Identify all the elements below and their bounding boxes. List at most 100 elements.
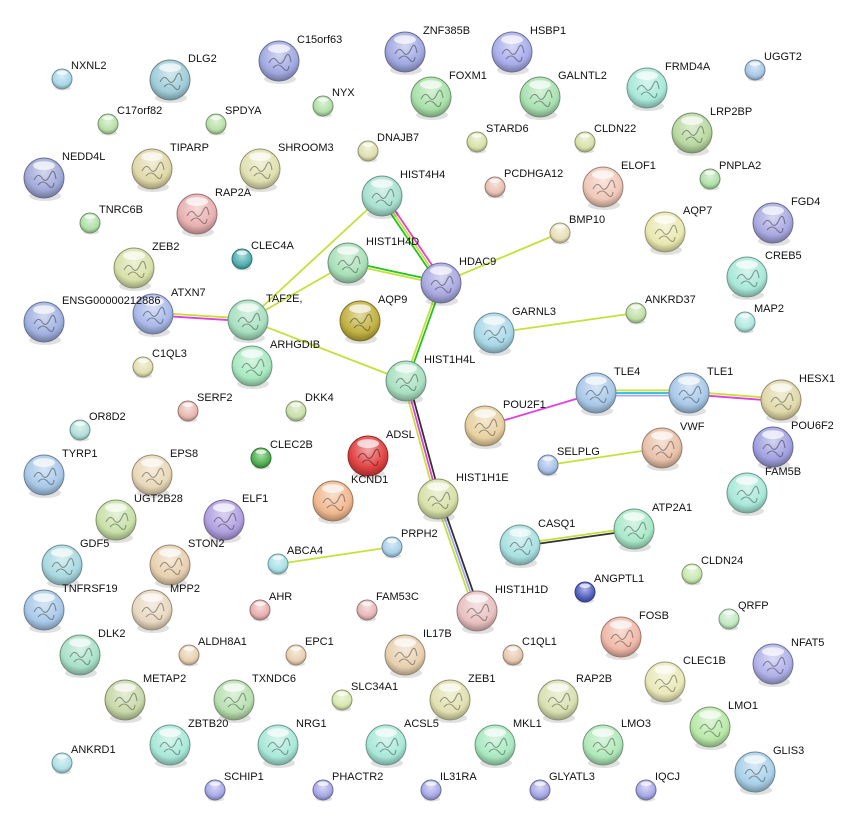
node-sphere[interactable] (420, 262, 462, 304)
node-adsl[interactable] (347, 435, 389, 479)
node-sphere[interactable] (51, 752, 73, 774)
node-sphere[interactable] (267, 553, 289, 575)
node-galntl2[interactable] (519, 76, 561, 120)
node-sphere[interactable] (69, 419, 91, 441)
node-sphere[interactable] (499, 524, 541, 566)
node-elf1[interactable] (203, 499, 245, 543)
node-sphere[interactable] (51, 68, 73, 90)
node-metap2[interactable] (104, 679, 146, 723)
node-zbtb20[interactable] (149, 724, 191, 768)
node-sphere[interactable] (203, 499, 245, 541)
node-hist1h1e[interactable] (417, 478, 459, 522)
node-sphere[interactable] (231, 345, 273, 387)
node-nxnl2[interactable] (51, 68, 73, 91)
node-sphere[interactable] (574, 581, 596, 603)
node-sphere[interactable] (752, 202, 794, 244)
node-sphere[interactable] (529, 779, 551, 801)
node-sphere[interactable] (239, 148, 281, 190)
node-sphere[interactable] (613, 508, 655, 550)
node-sphere[interactable] (227, 299, 269, 341)
node-qrfp[interactable] (718, 608, 740, 631)
node-sphere[interactable] (347, 435, 389, 477)
node-zeb2[interactable] (113, 247, 155, 291)
node-elof1[interactable] (582, 166, 624, 210)
node-ankrd37[interactable] (625, 302, 647, 325)
node-sphere[interactable] (699, 168, 721, 190)
node-sphere[interactable] (312, 779, 334, 801)
node-sphere[interactable] (626, 67, 668, 109)
node-serf2[interactable] (177, 400, 199, 423)
node-sphere[interactable] (213, 679, 255, 721)
node-c15orf63[interactable] (258, 40, 300, 84)
node-sphere[interactable] (600, 616, 642, 658)
node-sphere[interactable] (491, 31, 533, 73)
node-garnl3[interactable] (473, 312, 515, 356)
node-casq1[interactable] (499, 524, 541, 568)
node-pou6f2[interactable] (752, 426, 794, 470)
node-sphere[interactable] (312, 95, 334, 117)
node-aqp7[interactable] (644, 211, 686, 255)
node-sphere[interactable] (356, 599, 378, 621)
node-sphere[interactable] (734, 751, 776, 793)
node-nrg1[interactable] (257, 724, 299, 768)
node-gdf5[interactable] (41, 544, 83, 588)
node-tnfrsf19[interactable] (23, 589, 65, 633)
node-sphere[interactable] (644, 211, 686, 253)
node-sphere[interactable] (537, 454, 559, 476)
node-sphere[interactable] (131, 589, 173, 631)
node-c1ql1[interactable] (502, 644, 524, 667)
node-glis3[interactable] (734, 751, 776, 795)
node-hist1h1d[interactable] (456, 590, 498, 634)
node-ensg00000212886[interactable] (23, 301, 65, 345)
node-sphere[interactable] (574, 131, 596, 153)
node-sphere[interactable] (429, 679, 471, 721)
edge-abca4-prph2[interactable] (277, 546, 393, 565)
node-vwf[interactable] (641, 427, 683, 471)
node-sphere[interactable] (41, 544, 83, 586)
node-sphere[interactable] (149, 544, 191, 586)
node-angptl1[interactable] (574, 581, 596, 604)
node-dlk2[interactable] (59, 634, 101, 678)
node-sphere[interactable] (23, 454, 65, 496)
node-tle4[interactable] (575, 372, 617, 416)
node-znf385b[interactable] (384, 31, 426, 75)
node-sphere[interactable] (132, 293, 174, 335)
node-sphere[interactable] (519, 76, 561, 118)
node-sphere[interactable] (671, 112, 713, 154)
node-sphere[interactable] (204, 779, 226, 801)
node-sphere[interactable] (635, 779, 657, 801)
node-sphere[interactable] (104, 679, 146, 721)
node-pnpla2[interactable] (699, 168, 721, 191)
node-tle1[interactable] (668, 372, 710, 416)
node-fgd4[interactable] (752, 202, 794, 246)
node-eps8[interactable] (131, 454, 173, 498)
node-spdya[interactable] (205, 113, 227, 136)
node-zeb1[interactable] (429, 679, 471, 723)
node-lrp2bp[interactable] (671, 112, 713, 156)
node-sphere[interactable] (420, 779, 442, 801)
node-sphere[interactable] (23, 157, 65, 199)
node-sphere[interactable] (178, 644, 200, 666)
node-sphere[interactable] (417, 478, 459, 520)
node-sphere[interactable] (23, 589, 65, 631)
node-sphere[interactable] (726, 472, 768, 514)
node-foxm1[interactable] (410, 76, 452, 120)
node-lmo1[interactable] (689, 706, 731, 750)
node-hdac9[interactable] (420, 262, 462, 306)
node-sphere[interactable] (752, 643, 794, 685)
node-ston2[interactable] (149, 544, 191, 588)
node-il31ra[interactable] (420, 779, 442, 802)
node-prph2[interactable] (381, 536, 403, 559)
node-sphere[interactable] (718, 608, 740, 630)
node-dnajb7[interactable] (357, 140, 379, 163)
node-sphere[interactable] (205, 113, 227, 135)
node-sphere[interactable] (474, 724, 516, 766)
node-sphere[interactable] (331, 689, 353, 711)
node-cldn24[interactable] (681, 563, 703, 586)
node-pou2f1[interactable] (464, 405, 506, 449)
node-sphere[interactable] (327, 242, 369, 284)
node-sphere[interactable] (177, 400, 199, 422)
node-sphere[interactable] (231, 248, 253, 270)
node-creb5[interactable] (726, 256, 768, 300)
